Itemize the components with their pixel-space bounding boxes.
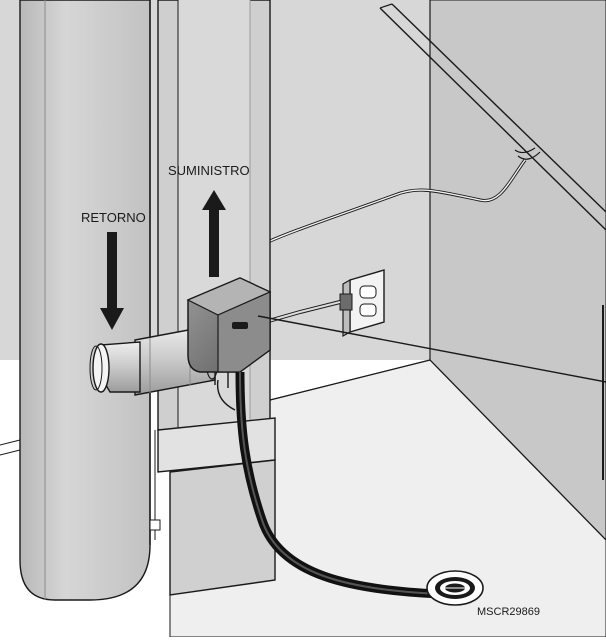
return-arrow-icon bbox=[100, 232, 124, 330]
floor-edge-right bbox=[429, 359, 606, 541]
return-trunk bbox=[19, 0, 161, 601]
figure-code: MSCR29869 bbox=[477, 606, 540, 618]
return-label: RETORNO bbox=[81, 210, 146, 225]
baseboard-left bbox=[0, 439, 21, 446]
electrical-outlet-icon bbox=[339, 269, 385, 338]
humidifier-icon bbox=[186, 277, 272, 411]
baseboard-left-2 bbox=[0, 449, 21, 456]
supply-label: SUMINISTRO bbox=[168, 163, 250, 178]
ceiling-pipe bbox=[379, 3, 606, 231]
supply-arrow-icon bbox=[202, 190, 226, 277]
floor-drain-icon bbox=[426, 570, 484, 606]
callout-line bbox=[257, 315, 606, 383]
floor-edge bbox=[269, 359, 431, 401]
